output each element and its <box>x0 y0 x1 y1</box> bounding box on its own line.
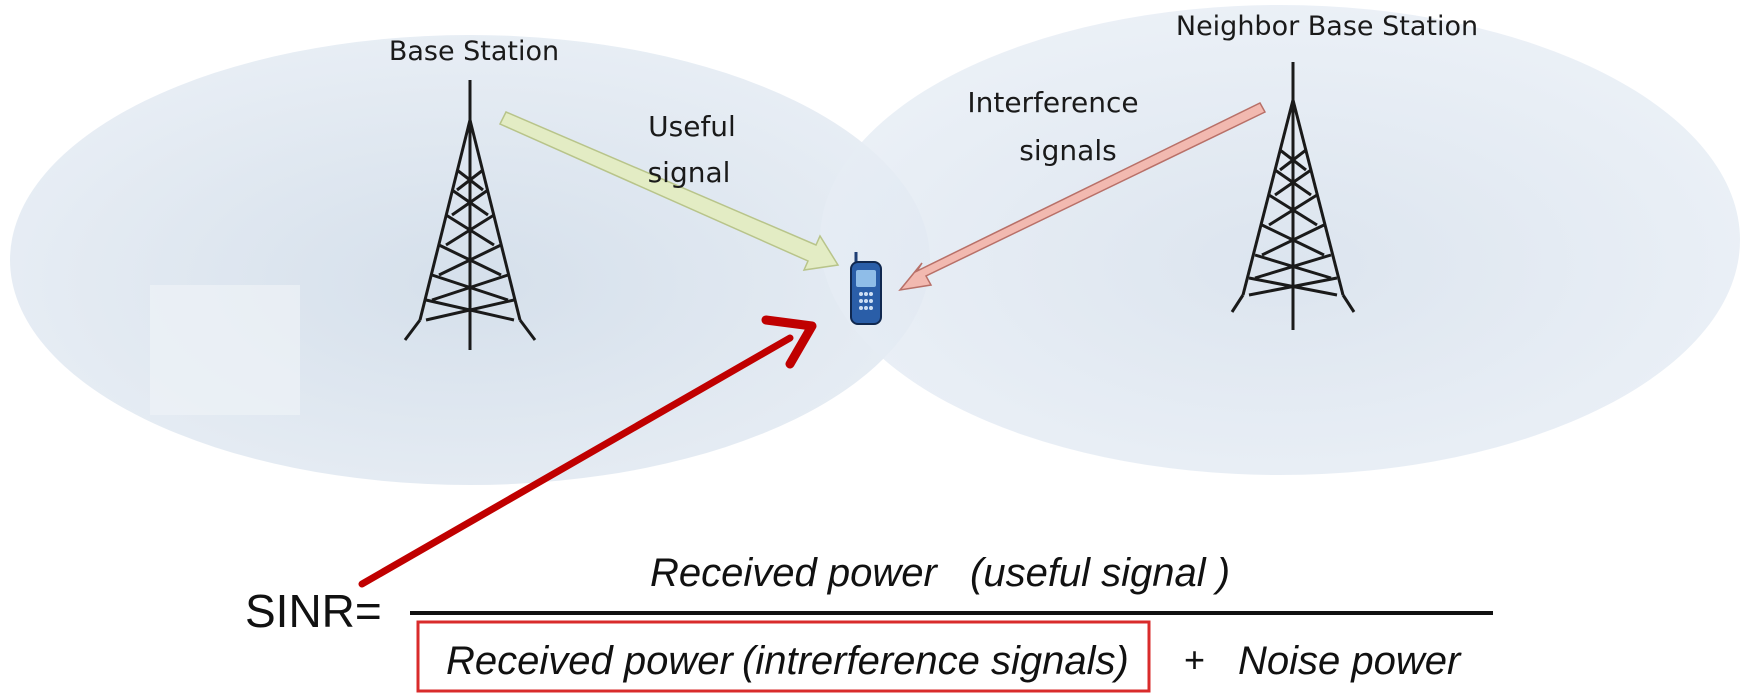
interference-signal-arrow <box>898 102 1267 292</box>
neighbor-base-station-label: Neighbor Base Station <box>1176 11 1478 42</box>
neighbor-station-cell <box>820 5 1740 475</box>
interference-label-line2: signals <box>1019 134 1116 167</box>
plus-sign: + <box>1184 639 1205 680</box>
useful-signal-arrow <box>498 111 840 271</box>
numerator-useful-signal: (useful signal ) <box>970 551 1230 595</box>
interference-label-line1: Interference <box>967 86 1138 119</box>
useful-signal-label-line2: signal <box>648 156 731 189</box>
cell-highlight-patch <box>150 285 300 415</box>
denominator-noise-power: Noise power <box>1238 639 1462 683</box>
useful-signal-label-line1: Useful <box>648 110 736 143</box>
sinr-pointer-arrow <box>358 315 817 588</box>
base-station-tower-icon <box>403 80 537 350</box>
mobile-phone-icon <box>850 252 882 325</box>
denominator-received-power: Received power <box>446 639 734 683</box>
numerator-received-power: Received power <box>650 551 938 595</box>
neighbor-base-station-tower-icon <box>1230 62 1356 330</box>
interference-highlight-box <box>416 620 1151 693</box>
base-station-label: Base Station <box>389 36 559 67</box>
denominator-interference-signals: (intrerference signals) <box>742 639 1129 683</box>
sinr-label: SINR= <box>245 585 382 637</box>
